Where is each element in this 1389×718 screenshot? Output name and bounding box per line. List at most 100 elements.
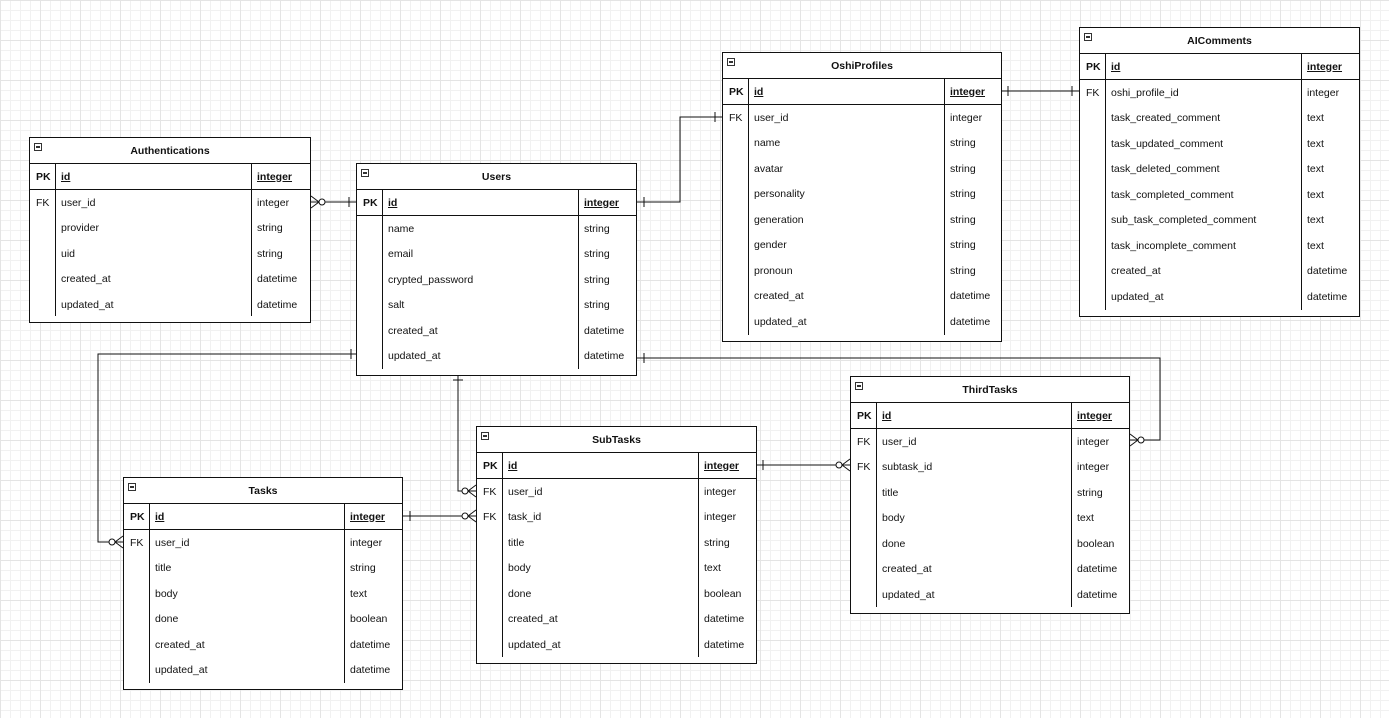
field-name: done: [882, 537, 906, 550]
collapse-icon[interactable]: [481, 432, 489, 440]
field-type: text: [1077, 512, 1094, 525]
collapse-icon[interactable]: [361, 169, 369, 177]
collapse-icon[interactable]: [727, 58, 735, 66]
column-divider: [578, 190, 579, 369]
column-divider: [344, 504, 345, 683]
field-name: body: [882, 512, 905, 525]
field-type: integer: [704, 459, 740, 472]
zero-marker: [835, 461, 843, 469]
entity-title[interactable]: ThirdTasks: [851, 377, 1129, 403]
field-type: string: [584, 299, 610, 312]
zero-marker: [461, 512, 469, 520]
field-name: name: [388, 222, 415, 235]
entity-title[interactable]: Users: [357, 164, 636, 190]
field-type: integer: [950, 85, 986, 98]
field-name: email: [388, 248, 414, 261]
field-type: datetime: [584, 324, 625, 337]
collapse-icon[interactable]: [1084, 33, 1092, 41]
field-name: generation: [754, 213, 804, 226]
crowfoot-marker: [467, 509, 477, 523]
field-type: boolean: [1077, 537, 1115, 550]
entity-title[interactable]: Authentications: [30, 138, 310, 164]
field-name: oshi_profile_id: [1111, 86, 1179, 99]
entity-title[interactable]: AIComments: [1080, 28, 1359, 54]
field-row[interactable]: done boolean: [851, 531, 1129, 557]
field-type: string: [257, 247, 283, 260]
entity-title[interactable]: OshiProfiles: [723, 53, 1001, 79]
crowfoot-marker: [467, 484, 477, 498]
collapse-icon[interactable]: [855, 382, 863, 390]
field-name: task_incomplete_comment: [1111, 239, 1236, 252]
collapse-icon[interactable]: [128, 483, 136, 491]
field-row[interactable]: body text: [851, 506, 1129, 532]
link-users-oshiprofiles: [637, 116, 722, 203]
entity-title[interactable]: Tasks: [124, 478, 402, 504]
key-label: PK: [483, 459, 498, 472]
entity-title[interactable]: SubTasks: [477, 427, 756, 453]
field-name: pronoun: [754, 264, 793, 277]
collapse-icon[interactable]: [34, 143, 42, 151]
